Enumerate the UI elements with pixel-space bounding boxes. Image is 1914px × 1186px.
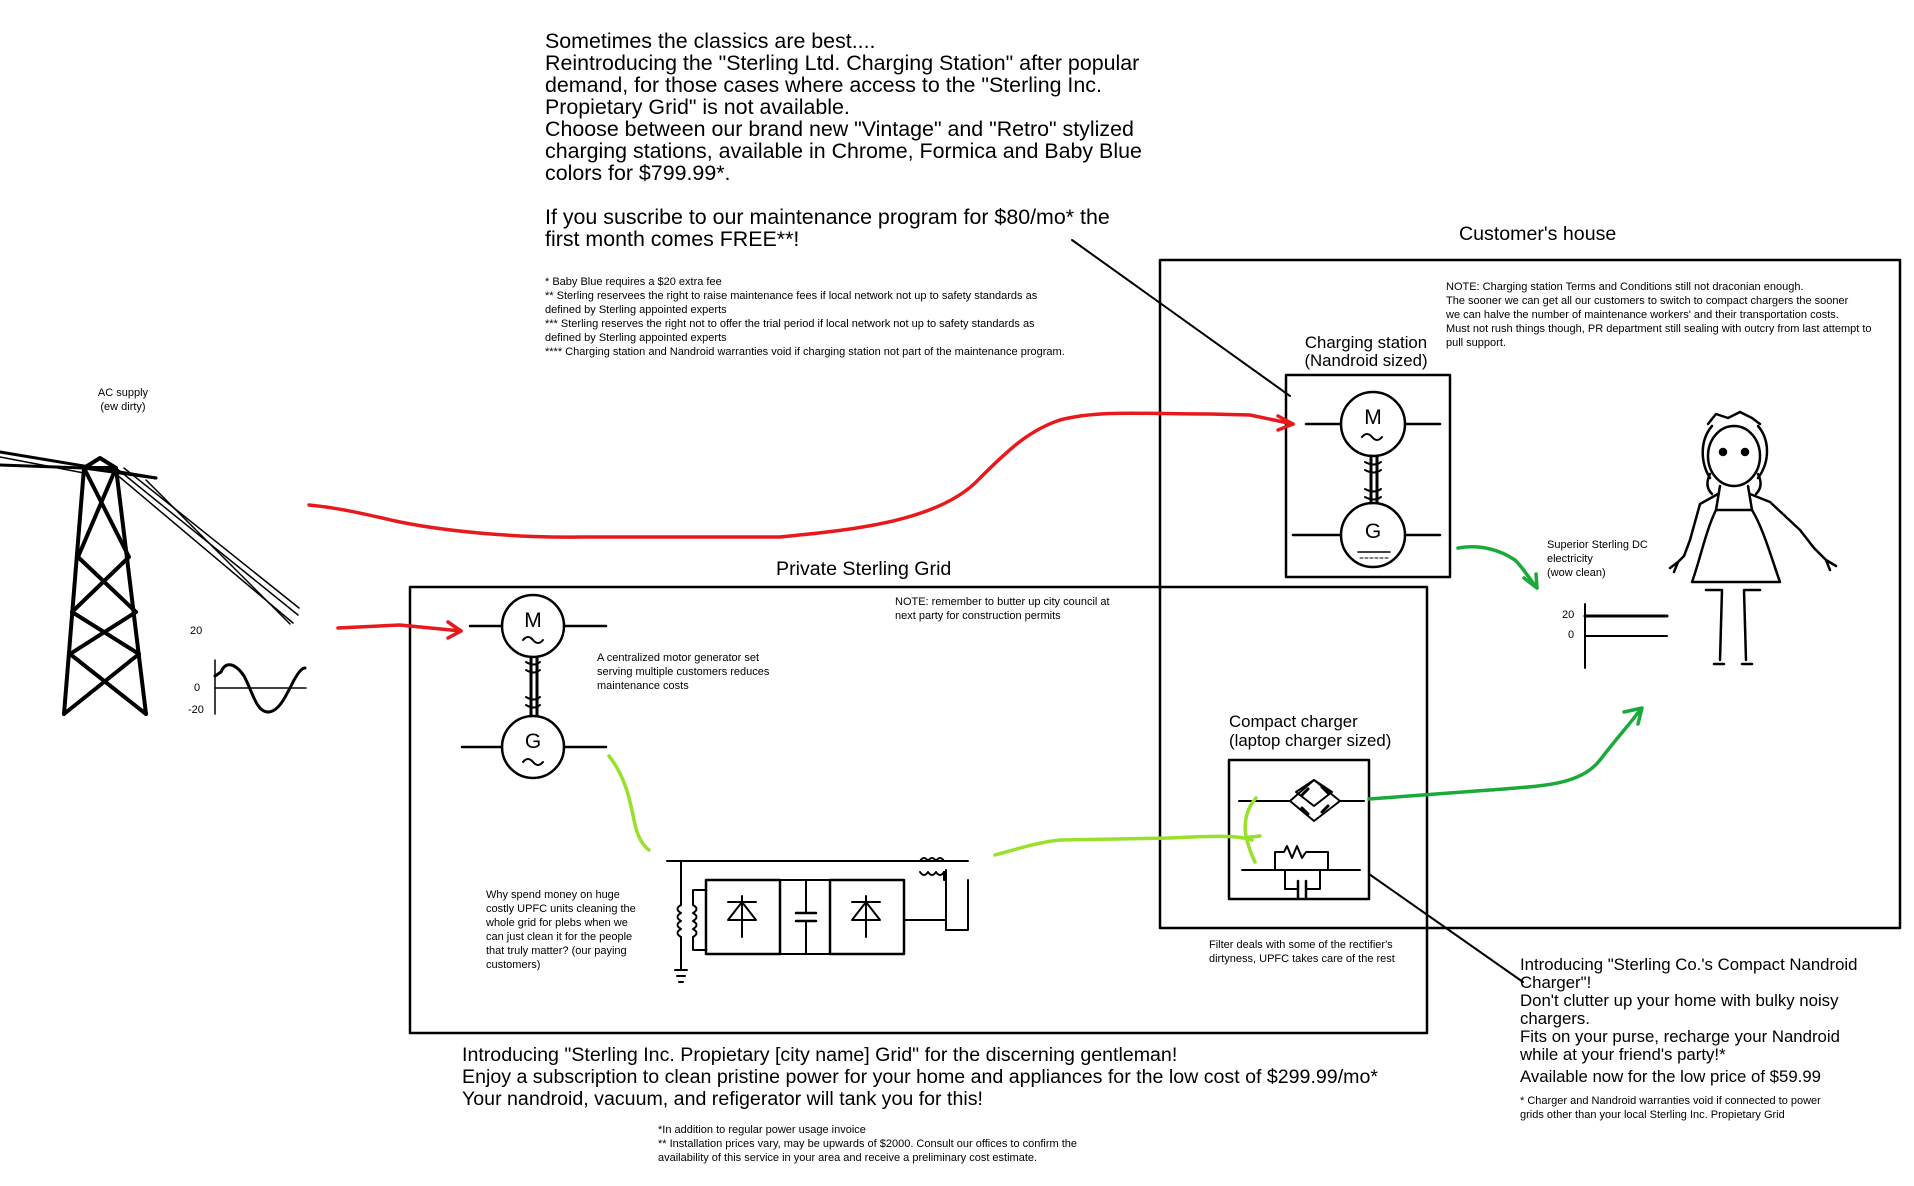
grid-motor-generator [460, 593, 608, 780]
leader-lines [1071, 239, 1524, 983]
ad-compact-line-2: Charger"! [1520, 973, 1592, 992]
dc-scope-tick-20: 20 [1562, 609, 1575, 621]
ac-scope-tick-neg20: -20 [188, 704, 204, 716]
ad-compact-line-1: Introducing "Sterling Co.'s Compact Nand… [1520, 955, 1858, 974]
compact-charger-sublabel: (laptop charger sized) [1229, 731, 1392, 750]
filter-note-line-2: dirtyness, UPFC takes care of the rest [1209, 953, 1395, 965]
power-pylon-icon [0, 450, 158, 716]
ad-top-line-6: charging stations, available in Chrome, … [545, 139, 1142, 163]
filter-note-line-1: Filter deals with some of the rectifier'… [1209, 939, 1393, 951]
charging-station-box [1284, 373, 1452, 579]
dc-scope [1583, 603, 1669, 669]
ad-top-line-5: Choose between our brand new "Vintage" a… [545, 117, 1134, 141]
grid-note-line-1: NOTE: remember to butter up city council… [895, 596, 1110, 608]
ad-top-footnote-5: defined by Sterling appointed experts [545, 332, 727, 344]
ad-bottom-line-2: Enjoy a subscription to clean pristine p… [462, 1066, 1378, 1088]
ad-compact-footnote-2: grids other than your local Sterling Inc… [1520, 1109, 1785, 1121]
ad-top-line-2: Reintroducing the "Sterling Ltd. Chargin… [545, 51, 1140, 75]
upfc-note-line-3: whole grid for plebs when we [486, 917, 628, 929]
private-grid-title: Private Sterling Grid [776, 558, 952, 580]
ac-waveform-scope [213, 659, 307, 715]
dc-label-line-3: (wow clean) [1547, 567, 1606, 579]
ad-bottom-footnote-3: availability of this service in your are… [658, 1152, 1038, 1164]
filtered-wires [607, 754, 1262, 864]
private-grid-box [408, 585, 1429, 1035]
station-generator-letter: G [1364, 520, 1382, 543]
dc-label-line-2: electricity [1547, 553, 1593, 565]
ad-top-line-1: Sometimes the classics are best.... [545, 29, 876, 53]
upfc-note-line-1: Why spend money on huge [486, 889, 620, 901]
mg-note-line-1: A centralized motor generator set [597, 652, 760, 664]
customers-house-box [1158, 258, 1902, 930]
ad-compact-line-5: Fits on your purse, recharge your Nandro… [1520, 1027, 1840, 1046]
ad-top-footnote-1: * Baby Blue requires a $20 extra fee [545, 276, 722, 288]
upfc-note-line-5: that truly matter? (our paying [486, 945, 627, 957]
ad-bottom-footnote-1: *In addition to regular power usage invo… [658, 1124, 866, 1136]
customers-house-title: Customer's house [1459, 223, 1617, 245]
ad-top-footnote-6: **** Charging station and Nandroid warra… [545, 346, 1065, 358]
house-note-line-4: Must not rush things though, PR departme… [1446, 323, 1872, 335]
house-note-line-5: pull support. [1446, 337, 1506, 349]
dirty-ac-wires [307, 411, 1295, 640]
station-motor-generator [1291, 390, 1442, 569]
power-lines [0, 456, 300, 625]
ad-top-line-4: Propietary Grid" is not available. [545, 95, 850, 119]
rc-filter-icon [1241, 845, 1361, 899]
ac-scope-tick-0: 0 [194, 682, 201, 694]
grid-motor-letter: M [524, 609, 542, 632]
upfc-note-line-2: costly UPFC units cleaning the [486, 903, 636, 915]
ad-compact-line-7: Available now for the low price of $59.9… [1520, 1067, 1822, 1086]
ad-top-line-7: colors for $799.99*. [545, 161, 731, 185]
upfc-converter [666, 857, 969, 983]
grid-generator-letter: G [524, 730, 542, 753]
ad-top-footnote-4: *** Sterling reserves the right not to o… [545, 318, 1035, 330]
grid-note-line-2: next party for construction permits [895, 610, 1061, 622]
ad-top-line-10: first month comes FREE**! [545, 227, 800, 251]
rectifier-bridge-icon [1238, 779, 1365, 822]
clean-dc-wires [1367, 545, 1644, 801]
compact-charger-label: Compact charger [1229, 712, 1358, 731]
house-note-line-3: we can halve the number of maintenance w… [1446, 309, 1839, 321]
ad-top-footnote-2: ** Sterling reservees the right to raise… [545, 290, 1038, 302]
ad-top-line-3: demand, for those cases where access to … [545, 73, 1102, 97]
ad-bottom-line-1: Introducing "Sterling Inc. Propietary [c… [462, 1044, 1178, 1066]
ac-scope-tick-20: 20 [190, 625, 203, 637]
mg-note-line-2: serving multiple customers reduces [597, 666, 770, 678]
dc-scope-tick-0: 0 [1568, 629, 1575, 641]
ad-compact-line-4: chargers. [1520, 1009, 1590, 1028]
upfc-note-line-6: customers) [486, 959, 541, 971]
ac-supply-label: AC supply [97, 387, 149, 399]
ad-compact-footnote-1: * Charger and Nandroid warranties void i… [1520, 1095, 1821, 1107]
house-note-line-2: The sooner we can get all our customers … [1446, 295, 1849, 307]
house-note-line-1: NOTE: Charging station Terms and Conditi… [1446, 281, 1804, 293]
upfc-note-line-4: can just clean it for the people [486, 931, 633, 943]
ac-supply-sublabel: (ew dirty) [100, 401, 146, 413]
station-motor-letter: M [1364, 406, 1382, 429]
ad-compact-line-3: Don't clutter up your home with bulky no… [1520, 991, 1839, 1010]
ad-bottom-footnote-2: ** Installation prices vary, may be upwa… [658, 1138, 1078, 1150]
compact-charger-box [1227, 758, 1371, 901]
ad-compact-line-6: while at your friend's party!* [1520, 1045, 1726, 1064]
nandroid-figure-icon [1668, 410, 1838, 666]
ad-bottom-line-3: Your nandroid, vacuum, and refigerator w… [462, 1088, 983, 1110]
charging-station-label: Charging station [1304, 333, 1428, 352]
charging-station-sublabel: (Nandroid sized) [1304, 351, 1428, 370]
ad-top-line-9: If you suscribe to our maintenance progr… [545, 205, 1110, 229]
mg-note-line-3: maintenance costs [597, 680, 689, 692]
ad-top-footnote-3: defined by Sterling appointed experts [545, 304, 727, 316]
dc-label-line-1: Superior Sterling DC [1547, 539, 1648, 551]
